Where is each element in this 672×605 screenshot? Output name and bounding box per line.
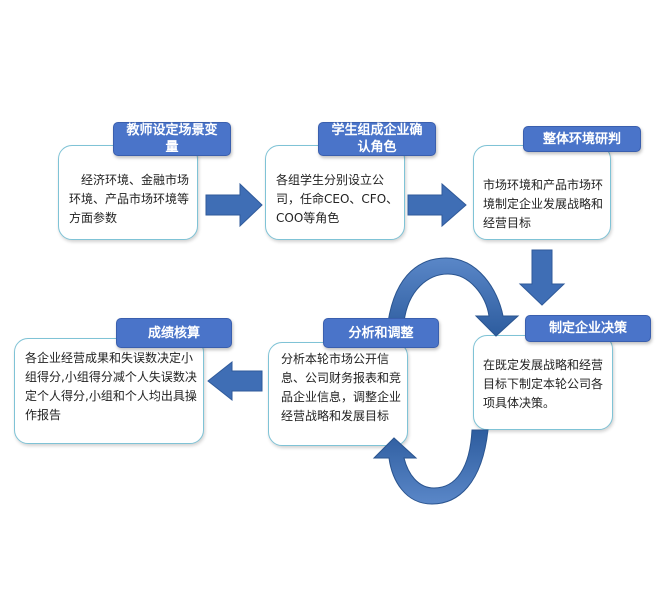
step-1-text: 经济环境、金融市场环境、产品市场环境等方面参数 (69, 173, 190, 225)
step-5-box: 分析本轮市场公开信息、公司财务报表和竞品企业信息，调整企业经营战略和发展目标 (268, 342, 408, 446)
step-4-title: 制定企业决策 (525, 315, 651, 342)
step-1-box: 经济环境、金融市场环境、产品市场环境等方面参数 (58, 145, 198, 240)
step-3-box: 市场环境和产品市场环境制定企业发展战略和经营目标 (473, 145, 611, 240)
step-6-box: 各企业经营成果和失误数决定小组得分,小组得分减个人失误数决定个人得分,小组和个人… (14, 338, 204, 444)
step-6-title: 成绩核算 (116, 318, 232, 348)
step-3-text: 市场环境和产品市场环境制定企业发展战略和经营目标 (483, 178, 604, 230)
step-2-title: 学生组成企业确认角色 (318, 122, 436, 156)
arrow-right-1 (205, 182, 263, 228)
step-4-text: 在既定发展战略和经营目标下制定本轮公司各项具体决策。 (483, 358, 604, 410)
step-6-text: 各企业经营成果和失误数决定小组得分,小组得分减个人失误数决定个人得分,小组和个人… (25, 351, 197, 422)
step-4-box: 在既定发展战略和经营目标下制定本轮公司各项具体决策。 (473, 335, 613, 430)
step-5-text: 分析本轮市场公开信息、公司财务报表和竞品企业信息，调整企业经营战略和发展目标 (281, 352, 402, 423)
step-1-title: 教师设定场景变量 (113, 122, 231, 156)
step-2-text: 各组学生分别设立公司，任命CEO、CFO、COO等角色 (276, 173, 399, 225)
arrow-down (518, 249, 566, 306)
step-2-box: 各组学生分别设立公司，任命CEO、CFO、COO等角色 (265, 145, 405, 240)
step-3-title: 整体环境研判 (523, 126, 641, 152)
arrow-left (207, 360, 263, 402)
step-5-title: 分析和调整 (323, 318, 439, 348)
arrow-right-2 (407, 182, 467, 228)
